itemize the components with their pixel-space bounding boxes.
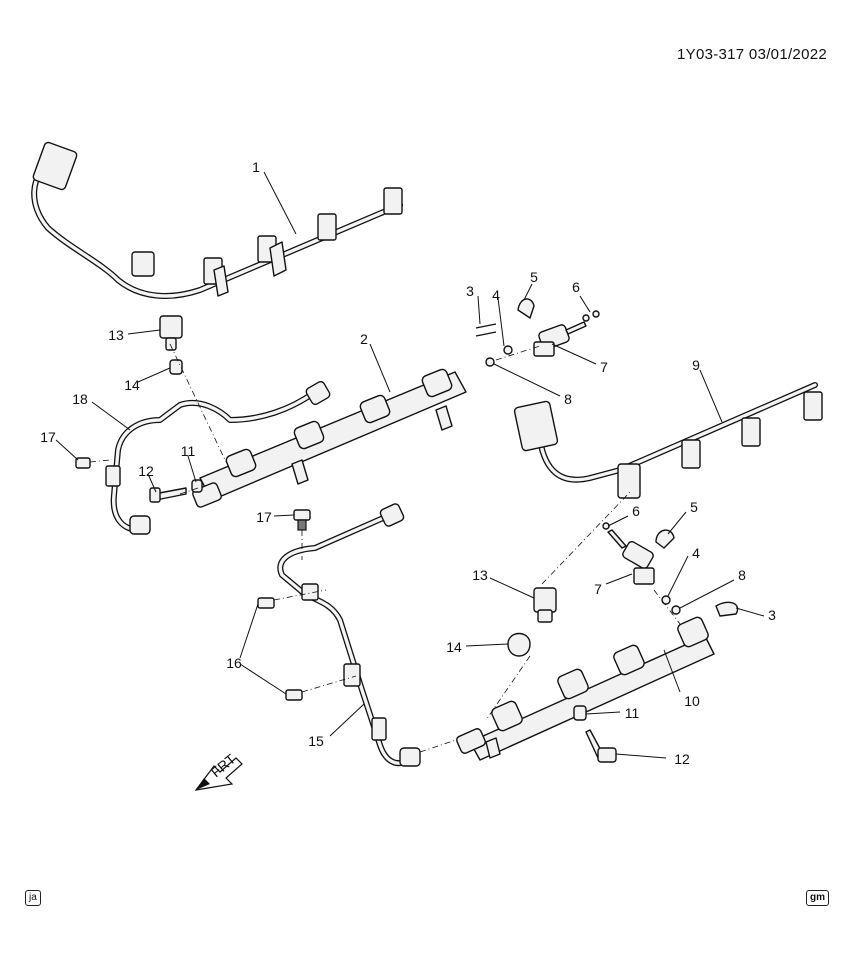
- part-17-bolt-right: [293, 509, 311, 531]
- callout-7: 7: [600, 359, 608, 375]
- callout-4-lower: 4: [692, 545, 700, 561]
- callout-8-lower: 8: [738, 567, 746, 583]
- part-15-fuel-feed-pipe-right: [277, 503, 421, 767]
- callout-8: 8: [564, 391, 572, 407]
- part-8-seal-upper: [485, 357, 495, 367]
- part-9-injector-harness-right: [513, 382, 823, 499]
- part-11-seal-left: [191, 479, 203, 493]
- callout-17: 17: [40, 429, 56, 445]
- gm-logo-badge: gm: [806, 890, 829, 906]
- part-12-bolt-left: [149, 487, 187, 503]
- part-11-seal-right: [573, 705, 587, 721]
- assembly-centerlines: [89, 343, 681, 753]
- part-13-pressure-sensor-left: [159, 315, 183, 351]
- part-3-clip-lower: [715, 601, 739, 617]
- part-1-injector-harness-left: [31, 141, 403, 299]
- part-4-seal-upper: [503, 345, 513, 355]
- part-3-clip-upper: [475, 323, 497, 337]
- part-4-seal-lower: [661, 595, 671, 605]
- part-17-bolt-left: [75, 457, 91, 469]
- diagram-reference: 1Y03-317 03/01/2022: [677, 46, 827, 63]
- callout-14-right: 14: [446, 639, 462, 655]
- callout-11-right: 11: [625, 705, 640, 721]
- callout-5: 5: [530, 269, 538, 285]
- leader-lines: [55, 171, 765, 759]
- front-arrow-icon: [196, 778, 210, 790]
- callout-5-lower: 5: [690, 499, 698, 515]
- callout-10: 10: [684, 693, 700, 709]
- callout-12-right: 12: [674, 751, 690, 767]
- callout-3: 3: [466, 283, 474, 299]
- callout-7-lower: 7: [594, 581, 602, 597]
- callout-14: 14: [124, 377, 140, 393]
- front-direction-marker: FRT: [194, 750, 243, 791]
- callout-numbers: 1 2 3 4 5 6 7 8 9 13 14 18 17 11 12 17 6…: [40, 159, 776, 767]
- callout-1: 1: [252, 159, 260, 175]
- part-2-fuel-rail-left: [192, 368, 467, 508]
- callout-17-right: 17: [256, 509, 272, 525]
- part-5-clip-lower: [655, 529, 675, 549]
- callout-3-lower: 3: [768, 607, 776, 623]
- part-14-seal-right: [507, 632, 531, 657]
- part-8-seal-lower: [671, 605, 681, 615]
- part-18-fuel-feed-pipe-left: [105, 380, 331, 535]
- callout-13: 13: [108, 327, 124, 343]
- callout-6: 6: [572, 279, 580, 295]
- callout-6-lower: 6: [632, 503, 640, 519]
- part-7-injector-upper: [533, 321, 587, 357]
- part-6-seal-upper: [582, 310, 600, 322]
- callout-9: 9: [692, 357, 700, 373]
- part-5-clip-upper: [517, 298, 535, 319]
- part-13-pressure-sensor-right: [533, 587, 557, 623]
- part-12-bolt-right: [585, 729, 617, 763]
- callout-4: 4: [492, 287, 500, 303]
- part-16-studs: [257, 597, 303, 701]
- callout-12: 12: [138, 463, 154, 479]
- callout-11: 11: [181, 443, 196, 459]
- callout-13-right: 13: [472, 567, 488, 583]
- part-14-seal-left: [169, 359, 183, 375]
- callout-16: 16: [226, 655, 242, 671]
- callout-15: 15: [308, 733, 324, 749]
- callout-18: 18: [72, 391, 88, 407]
- part-7-injector-lower: [607, 529, 655, 585]
- part-10-fuel-rail-right: [456, 616, 715, 761]
- language-badge: ja: [25, 890, 41, 906]
- callout-2: 2: [360, 331, 368, 347]
